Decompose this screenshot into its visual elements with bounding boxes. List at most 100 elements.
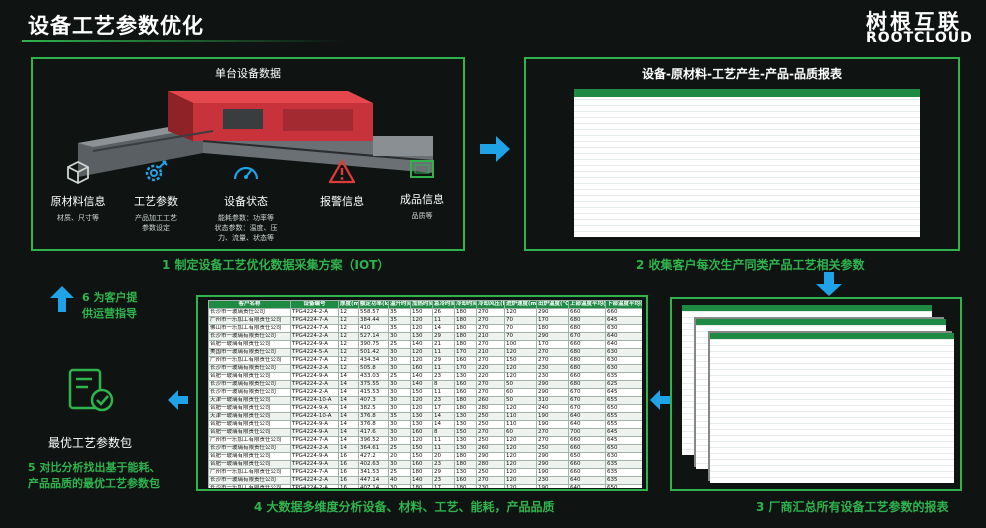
- raw-material-label: 原材料信息: [50, 195, 106, 208]
- table-header-cell: 设备编号: [290, 300, 339, 309]
- table-cell: 130: [454, 436, 477, 445]
- table-cell: 210: [476, 348, 505, 357]
- table-cell: 天津一玻璃有限责任公司: [208, 412, 291, 421]
- table-cell: 180: [454, 484, 477, 488]
- table-cell: 16: [338, 468, 359, 477]
- table-cell: 120: [504, 348, 537, 357]
- table-cell: 130: [454, 412, 477, 421]
- table-cell: 384.44: [358, 316, 389, 325]
- table-cell: 12: [338, 308, 359, 317]
- table-cell: 14: [432, 420, 455, 429]
- table-cell: 630: [605, 324, 642, 333]
- table-cell: 160: [410, 364, 433, 373]
- machine-panel-title: 单台设备数据: [215, 67, 281, 80]
- table-cell: 17: [432, 404, 455, 413]
- table-cell: 长沙市一乐加工有限责任公司: [208, 484, 291, 488]
- table-header-cell: 出炉温度(℃): [536, 300, 569, 309]
- table-cell: 364.61: [358, 444, 389, 453]
- table-cell: 120: [410, 436, 433, 445]
- table-cell: 130: [410, 332, 433, 341]
- table-cell: 290: [536, 332, 569, 341]
- table-cell: 635: [605, 476, 642, 485]
- table-cell: 14: [338, 372, 359, 381]
- table-cell: TPG4224-2-A: [290, 476, 339, 485]
- table-cell: 660: [568, 372, 606, 381]
- table-cell: 170: [454, 348, 477, 357]
- table-cell: 341.53: [358, 468, 389, 477]
- table-cell: 160: [454, 380, 477, 389]
- table-cell: 12: [338, 364, 359, 373]
- table-cell: 290: [476, 452, 505, 461]
- table-cell: 180: [454, 404, 477, 413]
- table-cell: 505.8: [358, 364, 389, 373]
- table-cell: 180: [410, 468, 433, 477]
- table-cell: 30: [388, 348, 411, 357]
- warning-icon: [329, 159, 355, 184]
- table-cell: 250: [476, 436, 505, 445]
- table-cell: 合肥一玻璃有限责任公司: [208, 340, 291, 349]
- table-cell: 645: [605, 428, 642, 437]
- table-cell: 650: [568, 452, 606, 461]
- table-cell: 14: [338, 420, 359, 429]
- table-cell: 美国市一玻璃有限责任公司: [208, 348, 291, 357]
- table-header-cell: 加热时间(s): [410, 300, 433, 309]
- table-cell: 35: [388, 324, 411, 333]
- table-cell: 长沙市一玻璃有限责任公司: [208, 364, 291, 373]
- table-cell: 23: [432, 476, 455, 485]
- table-cell: 270: [476, 356, 505, 365]
- table-cell: TPG4224-2-A: [290, 364, 339, 373]
- table-cell: 230: [476, 484, 505, 488]
- table-cell: 407.3: [358, 396, 389, 405]
- table-cell: 250: [476, 468, 505, 477]
- table-cell: 180: [454, 332, 477, 341]
- table-cell: 长沙市一玻璃有限责任公司: [208, 444, 291, 453]
- step3-panel: [670, 297, 962, 491]
- table-cell: 270: [476, 340, 505, 349]
- table-cell: 680: [568, 380, 606, 389]
- table-cell: 190: [536, 412, 569, 421]
- table-cell: 150: [504, 356, 537, 365]
- table-cell: 120: [504, 484, 537, 488]
- table-cell: TPG4224-9-A: [290, 460, 339, 469]
- table-cell: 35: [388, 308, 411, 317]
- table-cell: 190: [536, 420, 569, 429]
- table-cell: 410: [358, 324, 389, 333]
- table-cell: 680: [568, 324, 606, 333]
- table-cell: 21: [432, 340, 455, 349]
- table-cell: 120: [410, 404, 433, 413]
- table-cell: 25: [388, 468, 411, 477]
- table-cell: 25: [388, 372, 411, 381]
- icon-group-raw-material: 原材料信息 材质、尺寸等: [39, 159, 117, 223]
- table-cell: 160: [410, 460, 433, 469]
- table-cell: 270: [536, 428, 569, 437]
- table-cell: 120: [504, 476, 537, 485]
- table-cell: TPG4224-2-A: [290, 308, 339, 317]
- table-cell: 30: [388, 364, 411, 373]
- table-cell: 长沙市一玻璃责任公司: [208, 308, 291, 317]
- table-cell: 280: [476, 404, 505, 413]
- table-header-cell: 冷却风压(kpa): [476, 300, 505, 309]
- table-cell: 230: [536, 372, 569, 381]
- step6-caption-line1: 6 为客户提: [82, 291, 138, 304]
- table-cell: TPG4224-9-A: [290, 372, 339, 381]
- table-cell: 150: [410, 444, 433, 453]
- table-cell: 630: [605, 348, 642, 357]
- table-cell: 670: [568, 396, 606, 405]
- table-cell: 635: [605, 460, 642, 469]
- table-cell: 407.14: [358, 484, 389, 488]
- table-cell: 11: [432, 348, 455, 357]
- table-cell: 30: [388, 484, 411, 488]
- table-cell: 30: [388, 356, 411, 365]
- table-cell: TPG4224-9-A: [290, 404, 339, 413]
- table-cell: 180: [454, 316, 477, 325]
- table-cell: 40: [388, 476, 411, 485]
